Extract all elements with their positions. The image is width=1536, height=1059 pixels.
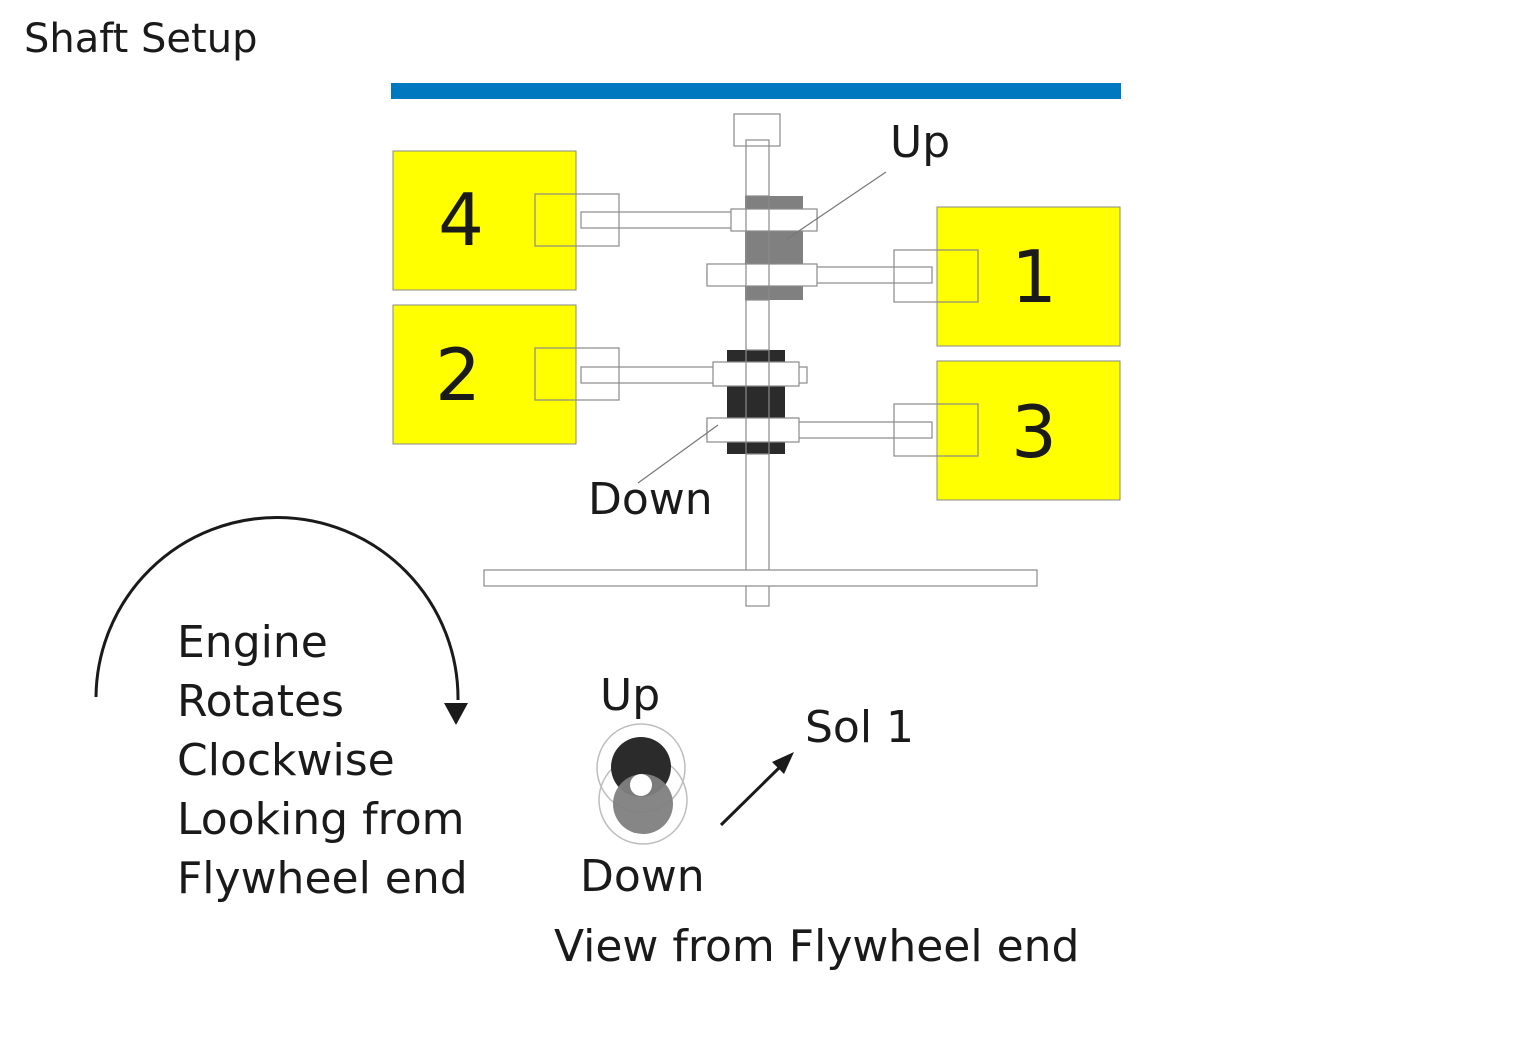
- rotation-arrow: [94, 516, 460, 701]
- note-line: Looking from: [177, 794, 464, 845]
- cylinder-3: 3: [706, 360, 1121, 501]
- lower-cam: [706, 349, 800, 455]
- down-leader-line: [637, 424, 719, 484]
- rotation-arrowhead: [444, 703, 468, 725]
- cylinder-4: 4: [392, 150, 818, 291]
- page-title: Shaft Setup: [24, 16, 257, 62]
- note-line: Engine: [177, 617, 328, 668]
- cylinder-2: 2: [392, 304, 808, 445]
- cylinder-number: 1: [1011, 235, 1057, 319]
- top-bar: [391, 83, 1121, 99]
- up-leader-line: [786, 171, 887, 240]
- note-line: Flywheel end: [177, 853, 468, 904]
- view-caption: View from Flywheel end: [554, 921, 1079, 972]
- sol-arrow: [719, 762, 785, 827]
- cylinder-1: 1: [706, 206, 1121, 347]
- down-label: Down: [588, 474, 713, 525]
- flywheel-bar: [483, 569, 1038, 587]
- up-label: Up: [890, 117, 950, 168]
- end-view-up-label: Up: [600, 670, 660, 721]
- cylinder-number: 2: [435, 333, 481, 417]
- rotation-note: Engine Rotates Clockwise Looking from Fl…: [177, 617, 468, 904]
- cylinder-number: 4: [438, 178, 484, 262]
- end-view-cams: [596, 723, 688, 845]
- upper-cam: [706, 195, 818, 301]
- note-line: Clockwise: [177, 735, 395, 786]
- cylinder-number: 3: [1011, 390, 1057, 474]
- note-line: Rotates: [177, 676, 344, 727]
- end-view-down-label: Down: [580, 851, 705, 902]
- sol-label: Sol 1: [805, 702, 914, 753]
- sol-arrowhead: [772, 752, 794, 774]
